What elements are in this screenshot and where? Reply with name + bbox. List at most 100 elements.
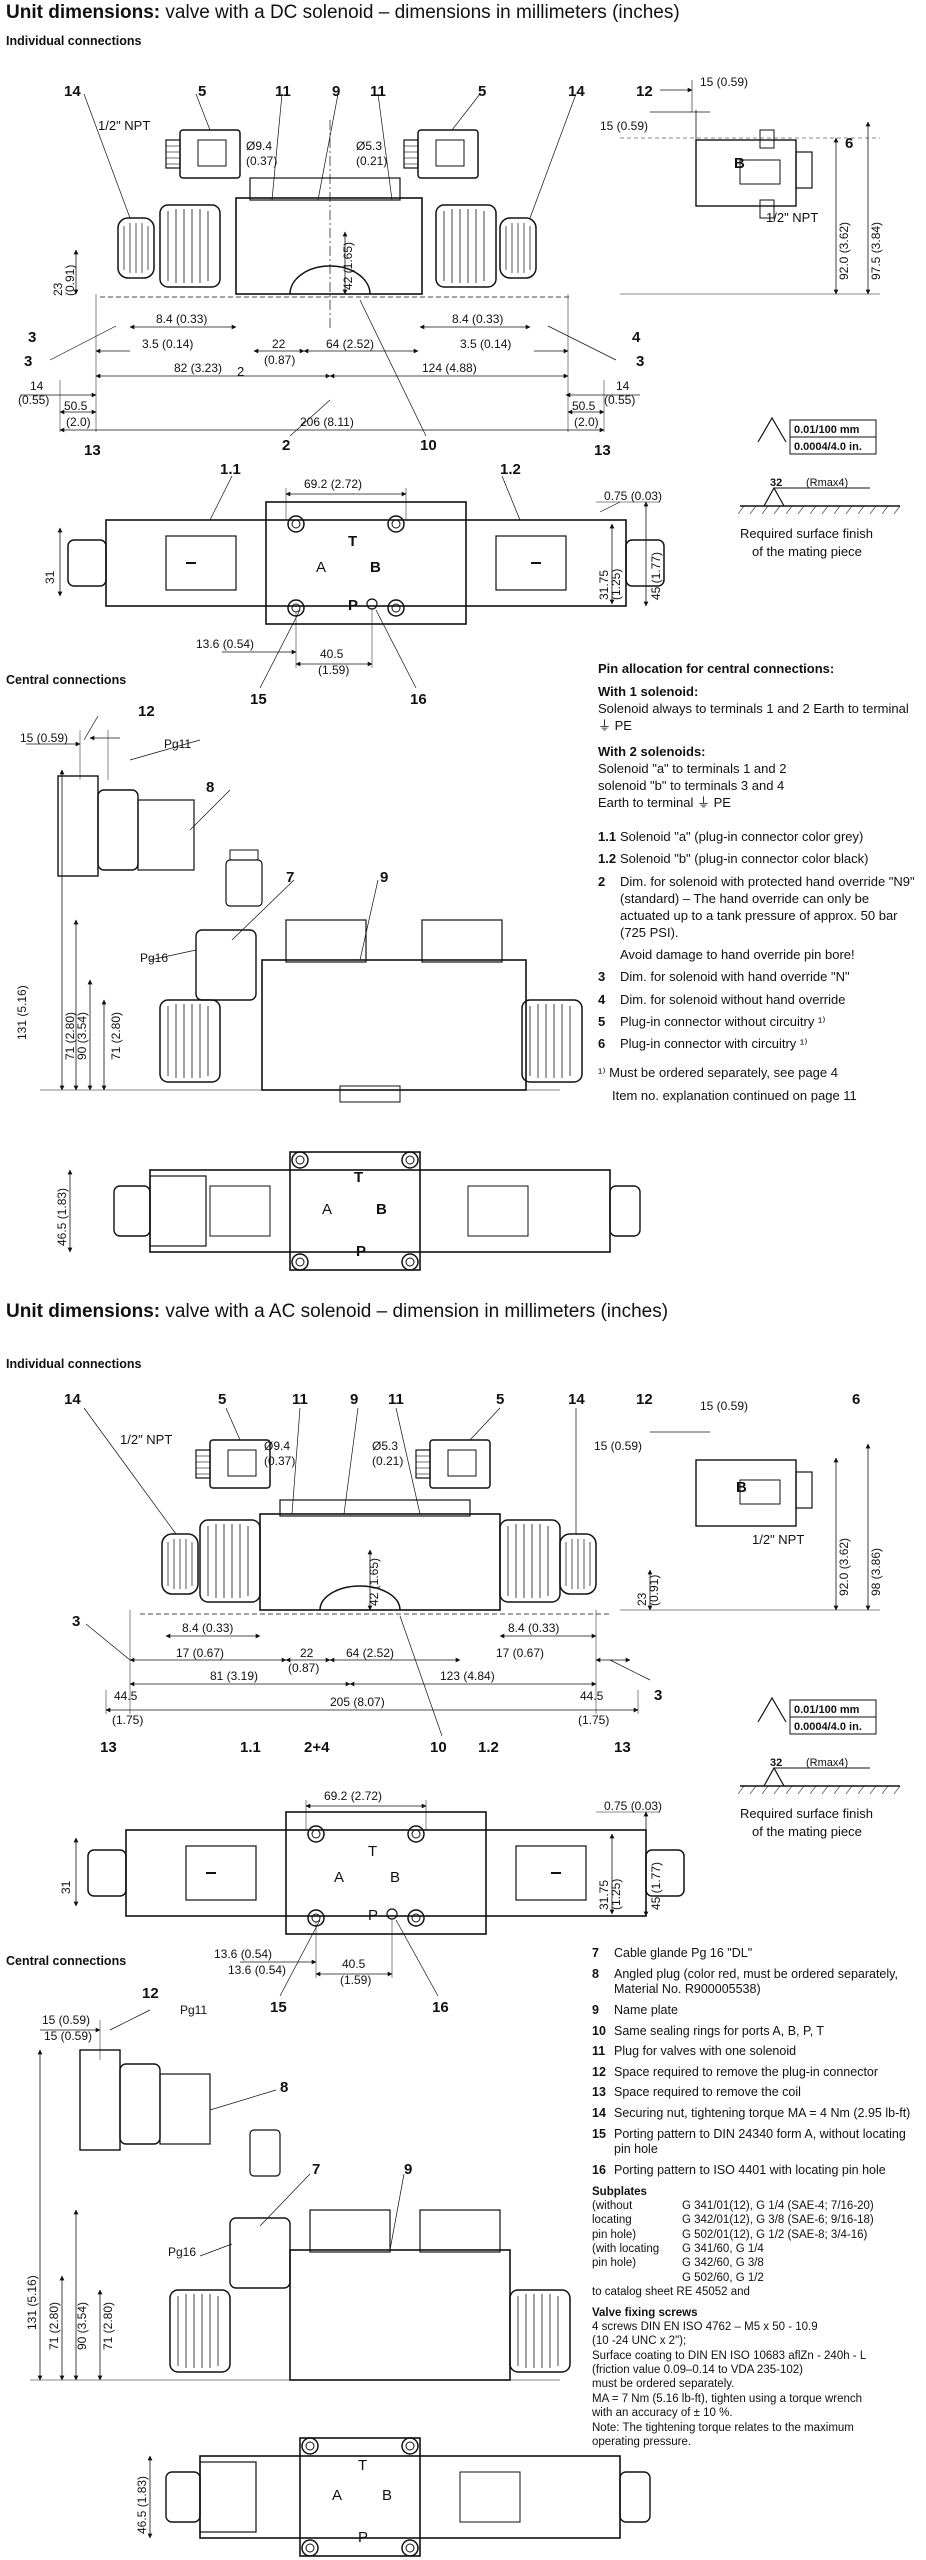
svg-text:13: 13 (100, 1739, 117, 1756)
svg-text:3: 3 (72, 1613, 80, 1630)
one-solenoid-text: Solenoid always to terminals 1 and 2 Ear… (598, 701, 909, 734)
screws-line: 4 screws DIN EN ISO 4762 – M5 x 50 - 10.… (592, 2320, 818, 2333)
svg-text:131 (5.16): 131 (5.16) (15, 985, 29, 1040)
svg-text:Pg16: Pg16 (168, 2245, 196, 2259)
svg-text:15 (0.59): 15 (0.59) (44, 2029, 92, 2043)
svg-text:10: 10 (420, 437, 437, 454)
ac-central-labels: 12 Pg11 15 (0.59) 15 (0.59) 8 7 9 Pg16 1… (25, 1985, 412, 2350)
svg-text:(1.75): (1.75) (112, 1713, 143, 1727)
ac-side-labels: 14 5 11 9 11 5 14 12 6 1/2" NPT 1/2" NPT… (64, 1391, 883, 1756)
screws-line: MA = 7 Nm (5.16 lb-ft), tighten using a … (592, 2392, 863, 2405)
svg-text:71 (2.80): 71 (2.80) (101, 2302, 115, 2350)
svg-text:(Rmax4): (Rmax4) (806, 477, 848, 489)
svg-text:A: A (322, 1201, 332, 1218)
footnote-2: Item no. explanation continued on page 1… (612, 1088, 857, 1104)
svg-text:7: 7 (312, 2161, 320, 2178)
svg-text:5: 5 (496, 1391, 504, 1408)
svg-text:(2.0): (2.0) (574, 415, 599, 429)
svg-text:44.5: 44.5 (580, 1689, 604, 1703)
svg-text:P: P (368, 1907, 378, 1924)
svg-text:32: 32 (770, 1757, 782, 1769)
surface-finish-ac (737, 1696, 901, 1795)
svg-text:P: P (356, 1243, 366, 1260)
subplates-footer: to catalog sheet RE 45052 and (592, 2286, 750, 2299)
subhead-individual-ac: Individual connections (6, 1357, 142, 1371)
svg-text:124 (4.88): 124 (4.88) (422, 361, 477, 375)
svg-text:3: 3 (28, 329, 36, 346)
svg-text:92.0 (3.62): 92.0 (3.62) (837, 1538, 851, 1596)
svg-text:92.0 (3.62): 92.0 (3.62) (837, 222, 851, 280)
svg-text:32: 32 (770, 477, 782, 489)
pin-allocation-legend: Pin allocation for central connections: … (598, 660, 920, 1104)
svg-text:A: A (332, 2487, 342, 2504)
svg-text:A: A (316, 559, 326, 576)
svg-text:13.6 (0.54): 13.6 (0.54) (214, 1947, 272, 1961)
svg-text:(1.59): (1.59) (318, 663, 349, 677)
svg-text:P: P (358, 2529, 368, 2546)
callout: 14 (568, 83, 585, 100)
svg-text:97.5 (3.84): 97.5 (3.84) (869, 222, 883, 280)
pin-allocation-title: Pin allocation for central connections: (598, 661, 835, 676)
svg-text:(2.0): (2.0) (66, 415, 91, 429)
svg-text:5: 5 (218, 1391, 226, 1408)
svg-text:(Rmax4): (Rmax4) (806, 1757, 848, 1769)
svg-text:15 (0.59): 15 (0.59) (600, 119, 648, 133)
one-solenoid-heading: With 1 solenoid: (598, 684, 699, 700)
svg-text:4: 4 (632, 329, 641, 346)
svg-text:3: 3 (654, 1687, 662, 1704)
svg-text:15: 15 (270, 1999, 287, 2016)
svg-text:0.0004/4.0 in.: 0.0004/4.0 in. (794, 441, 862, 453)
svg-text:0.75 (0.03): 0.75 (0.03) (604, 1799, 662, 1813)
svg-text:14: 14 (616, 379, 630, 393)
callout: 11 (370, 83, 386, 100)
svg-text:64 (2.52): 64 (2.52) (346, 1646, 394, 1660)
svg-text:Required surface finish: Required surface finish (740, 526, 873, 541)
svg-text:Pg16: Pg16 (140, 951, 168, 965)
svg-text:22: 22 (272, 337, 286, 351)
svg-text:98 (3.86): 98 (3.86) (869, 1548, 883, 1596)
dc-top-view (57, 475, 665, 689)
svg-text:1/2" NPT: 1/2" NPT (98, 118, 150, 133)
surface-finish-dc (737, 416, 901, 515)
svg-text:0.01/100 mm: 0.01/100 mm (794, 1704, 860, 1716)
svg-text:8.4 (0.33): 8.4 (0.33) (156, 312, 207, 326)
svg-text:13.6 (0.54): 13.6 (0.54) (196, 637, 254, 651)
svg-text:15: 15 (250, 691, 267, 708)
svg-text:Ø9.4: Ø9.4 (264, 1439, 290, 1453)
svg-text:6: 6 (852, 1391, 860, 1408)
svg-text:69.2 (2.72): 69.2 (2.72) (324, 1789, 382, 1803)
svg-text:23: 23 (635, 1592, 649, 1606)
svg-text:11: 11 (388, 1391, 404, 1408)
svg-text:8: 8 (280, 2079, 288, 2096)
svg-text:15 (0.59): 15 (0.59) (700, 1399, 748, 1413)
legend-row: Avoid damage to hand override pin bore! (620, 947, 855, 963)
svg-text:71 (2.80): 71 (2.80) (47, 2302, 61, 2350)
screws-line: (10 -24 UNC x 2"); (592, 2335, 687, 2348)
svg-text:31.75: 31.75 (597, 570, 611, 600)
svg-text:0.75 (0.03): 0.75 (0.03) (604, 489, 662, 503)
svg-text:13: 13 (594, 442, 611, 459)
svg-text:44.5: 44.5 (114, 1689, 138, 1703)
svg-text:50.5: 50.5 (64, 399, 88, 413)
svg-text:40.5: 40.5 (342, 1957, 366, 1971)
svg-text:0.0004/4.0 in.: 0.0004/4.0 in. (794, 1721, 862, 1733)
svg-text:1.2: 1.2 (478, 1739, 499, 1756)
svg-text:14: 14 (30, 379, 44, 393)
svg-text:2: 2 (282, 437, 290, 454)
dc-central-front-view (26, 715, 583, 1103)
screws-line: Surface coating to DIN EN ISO 10683 aflZ… (592, 2349, 867, 2362)
dc-side-view (20, 80, 880, 437)
svg-text:1/2" NPT: 1/2" NPT (120, 1432, 172, 1447)
svg-text:of the mating piece: of the mating piece (752, 1824, 862, 1839)
svg-text:15 (0.59): 15 (0.59) (700, 75, 748, 89)
svg-text:8: 8 (206, 779, 214, 796)
svg-text:P: P (348, 597, 358, 614)
